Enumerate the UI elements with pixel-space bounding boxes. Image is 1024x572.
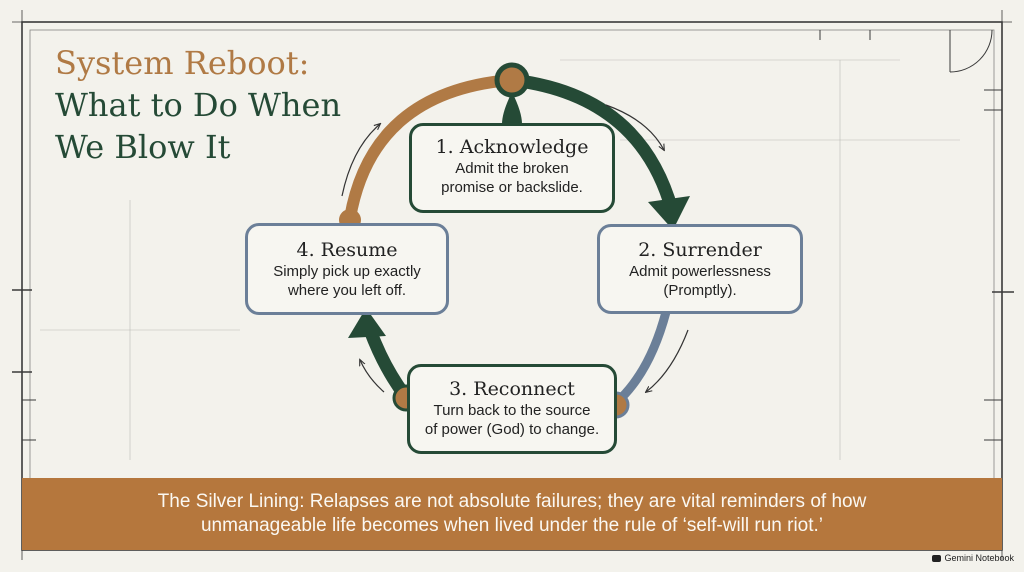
top-connector-stem [502, 92, 522, 124]
arc-surrender-to-reconnect [612, 307, 671, 407]
step-resume-desc-1: Simply pick up exactly [273, 263, 421, 280]
step-reconnect-desc-1: Turn back to the source [433, 402, 591, 419]
step-reconnect-desc-2: of power (God) to change. [424, 421, 600, 438]
step-surrender-title: 2. Surrender [638, 239, 762, 261]
banner-text: The Silver Lining: Relapses are not abso… [62, 490, 962, 538]
brand-logo-icon [932, 554, 942, 562]
step-resume: 4. Resume Simply pick up exactly where y… [245, 223, 449, 315]
step-surrender-desc-1: Admit powerlessness [629, 263, 771, 280]
step-resume-desc-2: where you left off. [287, 282, 407, 299]
step-reconnect-title: 3. Reconnect [449, 378, 575, 400]
title-line-2: What to Do When [55, 86, 342, 124]
arrowhead-to-surrender [648, 196, 690, 230]
banner-line-1: The Silver Lining: Relapses are not abso… [157, 491, 867, 512]
step-surrender-desc-2: (Promptly). [663, 282, 737, 299]
banner-line-2: unmanageable life becomes when lived und… [200, 515, 824, 536]
step-acknowledge-title: 1. Acknowledge [435, 136, 589, 158]
step-acknowledge-desc-1: Admit the broken [455, 160, 569, 177]
title-line-3: We Blow It [55, 128, 231, 166]
step-acknowledge: 1. Acknowledge Admit the broken promise … [409, 123, 615, 213]
step-acknowledge-desc-2: promise or backslide. [441, 179, 583, 196]
brand-label: Gemini Notebook [944, 553, 1014, 563]
silver-lining-banner: The Silver Lining: Relapses are not abso… [22, 478, 1002, 550]
step-reconnect: 3. Reconnect Turn back to the source of … [407, 364, 617, 454]
connector-dot-top [494, 62, 530, 98]
arc-resume-to-acknowledge [344, 74, 516, 224]
step-resume-title: 4. Resume [296, 239, 398, 261]
slide-title: System Reboot: What to Do When We Blow I… [55, 42, 341, 168]
arrowhead-to-resume [348, 308, 386, 338]
step-surrender: 2. Surrender Admit powerlessness (Prompt… [597, 224, 803, 314]
arc-acknowledge-to-surrender [505, 73, 679, 217]
title-line-1: System Reboot: [55, 44, 310, 82]
brand-watermark: Gemini Notebook [932, 553, 1014, 563]
